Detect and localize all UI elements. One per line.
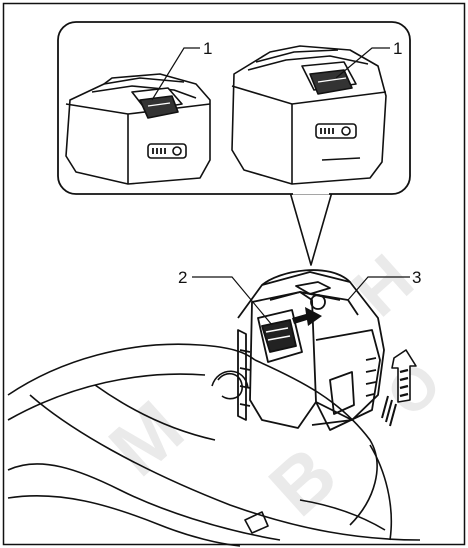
callout-1-right: 1 <box>393 39 402 58</box>
battery-pack <box>237 269 385 431</box>
hatched-up-arrow-icon <box>381 349 417 427</box>
inset-battery-left <box>65 73 211 185</box>
inset-battery-right <box>231 45 387 185</box>
black-right-arrow-icon <box>292 307 322 326</box>
main-leaders <box>192 276 410 326</box>
callout-1-left: 1 <box>203 39 212 58</box>
mower-body <box>7 343 421 547</box>
callout-2: 2 <box>178 268 187 287</box>
inset-leaders <box>151 47 390 101</box>
svg-text:M: M <box>92 384 199 493</box>
callout-3: 3 <box>412 268 421 287</box>
